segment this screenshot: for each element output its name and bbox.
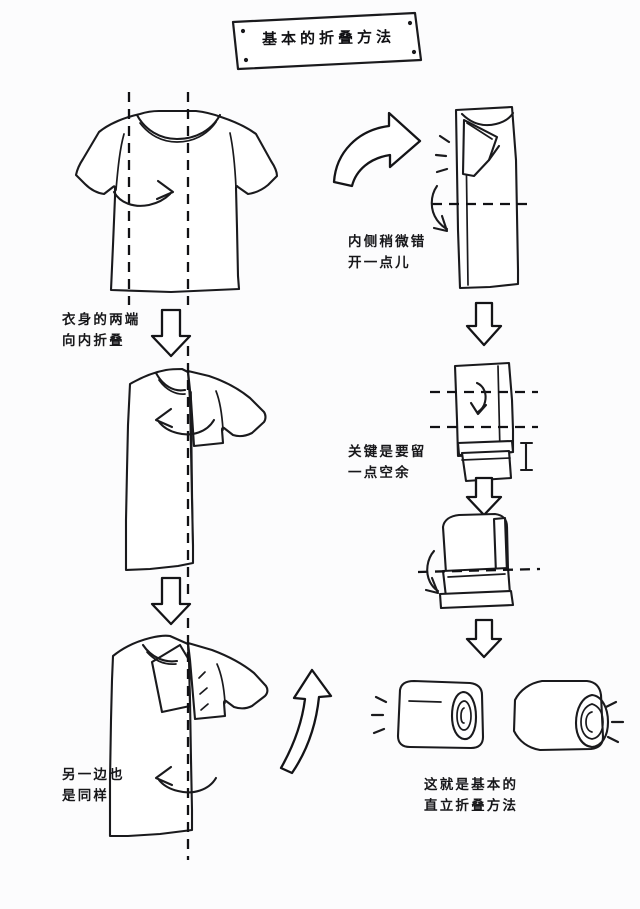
sparkle-marks-top	[434, 134, 451, 174]
bundle-two-lines	[430, 361, 538, 483]
title-box	[231, 11, 423, 71]
down-arrow-4	[465, 476, 503, 517]
roll-side	[512, 679, 625, 752]
curve-arrow-up	[279, 668, 333, 775]
curve-arrow-right	[332, 111, 422, 188]
caption-step5: 这就是基本的 直立折叠方法	[424, 777, 519, 814]
down-arrow-2	[150, 576, 192, 626]
caption-step4: 关键是要留 一点空余	[348, 444, 427, 481]
bundle-folded-over	[417, 512, 541, 610]
fold-rotate-arrow-2	[154, 407, 216, 436]
fold-rotate-arrow-4	[430, 184, 449, 233]
fold-line-horizontal-6	[417, 567, 541, 574]
tshirt-folded-both-sides	[108, 618, 269, 860]
slack-gap-marker	[519, 441, 534, 472]
caption-step2: 另一边也 是同样	[62, 767, 125, 804]
tshirt-folded-one-side	[124, 346, 267, 600]
down-arrow-3	[465, 301, 503, 347]
fold-rotate-arrow-1	[112, 179, 175, 207]
down-arrow-5	[465, 618, 503, 659]
down-arrow-1	[150, 308, 192, 358]
roll-front	[370, 679, 485, 750]
fold-rotate-arrow-5	[469, 381, 488, 416]
page-title: 基本的折叠方法	[261, 27, 396, 49]
caption-step3: 内侧稍微错 开一点儿	[348, 234, 427, 271]
tshirt-flat	[74, 92, 279, 305]
caption-step1: 衣身的两端 向内折叠	[62, 312, 141, 349]
fold-rotate-arrow-6	[424, 549, 440, 595]
fold-rotate-arrow-3	[154, 765, 218, 794]
sparkle-marks-roll-right	[604, 700, 625, 744]
sparkle-marks-roll-left	[370, 695, 388, 735]
narrow-bundle	[430, 105, 534, 290]
